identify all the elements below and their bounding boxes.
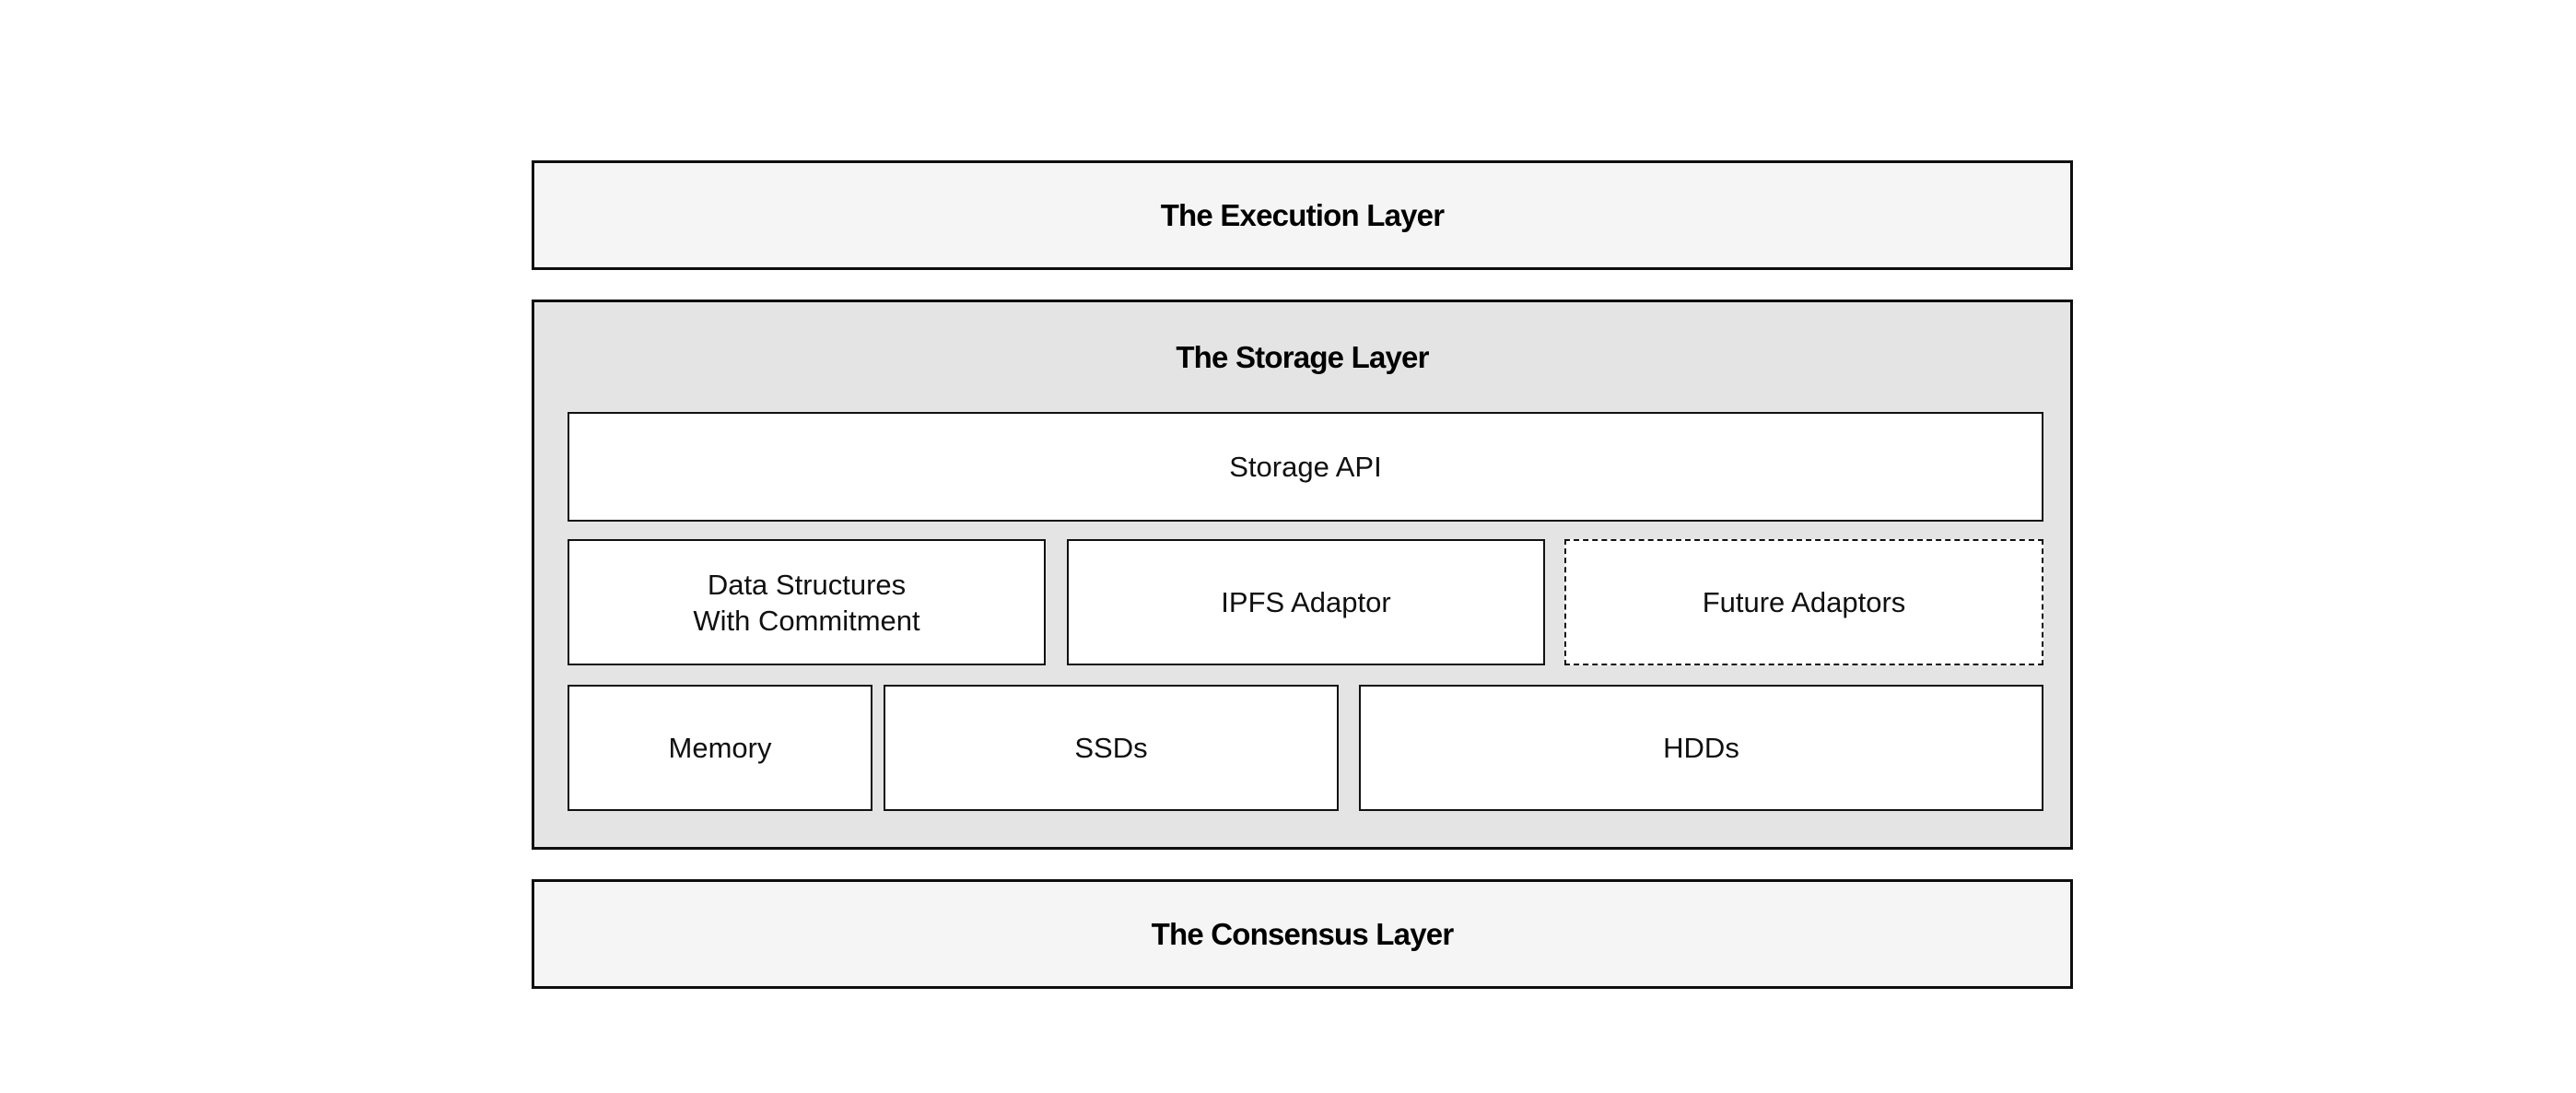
future-adaptors-label: Future Adaptors — [1702, 586, 1906, 618]
storage-api-box: Storage API — [568, 412, 2043, 522]
future-adaptors-box: Future Adaptors — [1564, 539, 2043, 665]
storage-layer-title-zone: The Storage Layer — [534, 302, 2070, 412]
execution-layer-title: The Execution Layer — [1160, 197, 1445, 232]
ipfs-adaptor-box: IPFS Adaptor — [1067, 539, 1545, 665]
hdds-label: HDDs — [1663, 732, 1739, 764]
memory-box: Memory — [568, 685, 872, 811]
consensus-layer-box: The Consensus Layer — [532, 879, 2073, 989]
storage-layer-title: The Storage Layer — [1176, 339, 1429, 374]
data-structures-with-commitment-box: Data Structures With Commitment — [568, 539, 1046, 665]
consensus-layer-title: The Consensus Layer — [1151, 916, 1455, 951]
memory-label: Memory — [668, 732, 772, 764]
storage-layer-box: The Storage Layer Storage API Data Struc… — [532, 300, 2073, 850]
data-structures-label-line2: With Commitment — [693, 604, 920, 637]
hdds-box: HDDs — [1359, 685, 2043, 811]
ssds-label: SSDs — [1074, 732, 1148, 764]
data-structures-label-line1: Data Structures — [707, 568, 907, 601]
ipfs-adaptor-label: IPFS Adaptor — [1221, 586, 1391, 618]
execution-layer-box: The Execution Layer — [532, 160, 2073, 270]
storage-api-label: Storage API — [1229, 451, 1382, 483]
ssds-box: SSDs — [884, 685, 1339, 811]
